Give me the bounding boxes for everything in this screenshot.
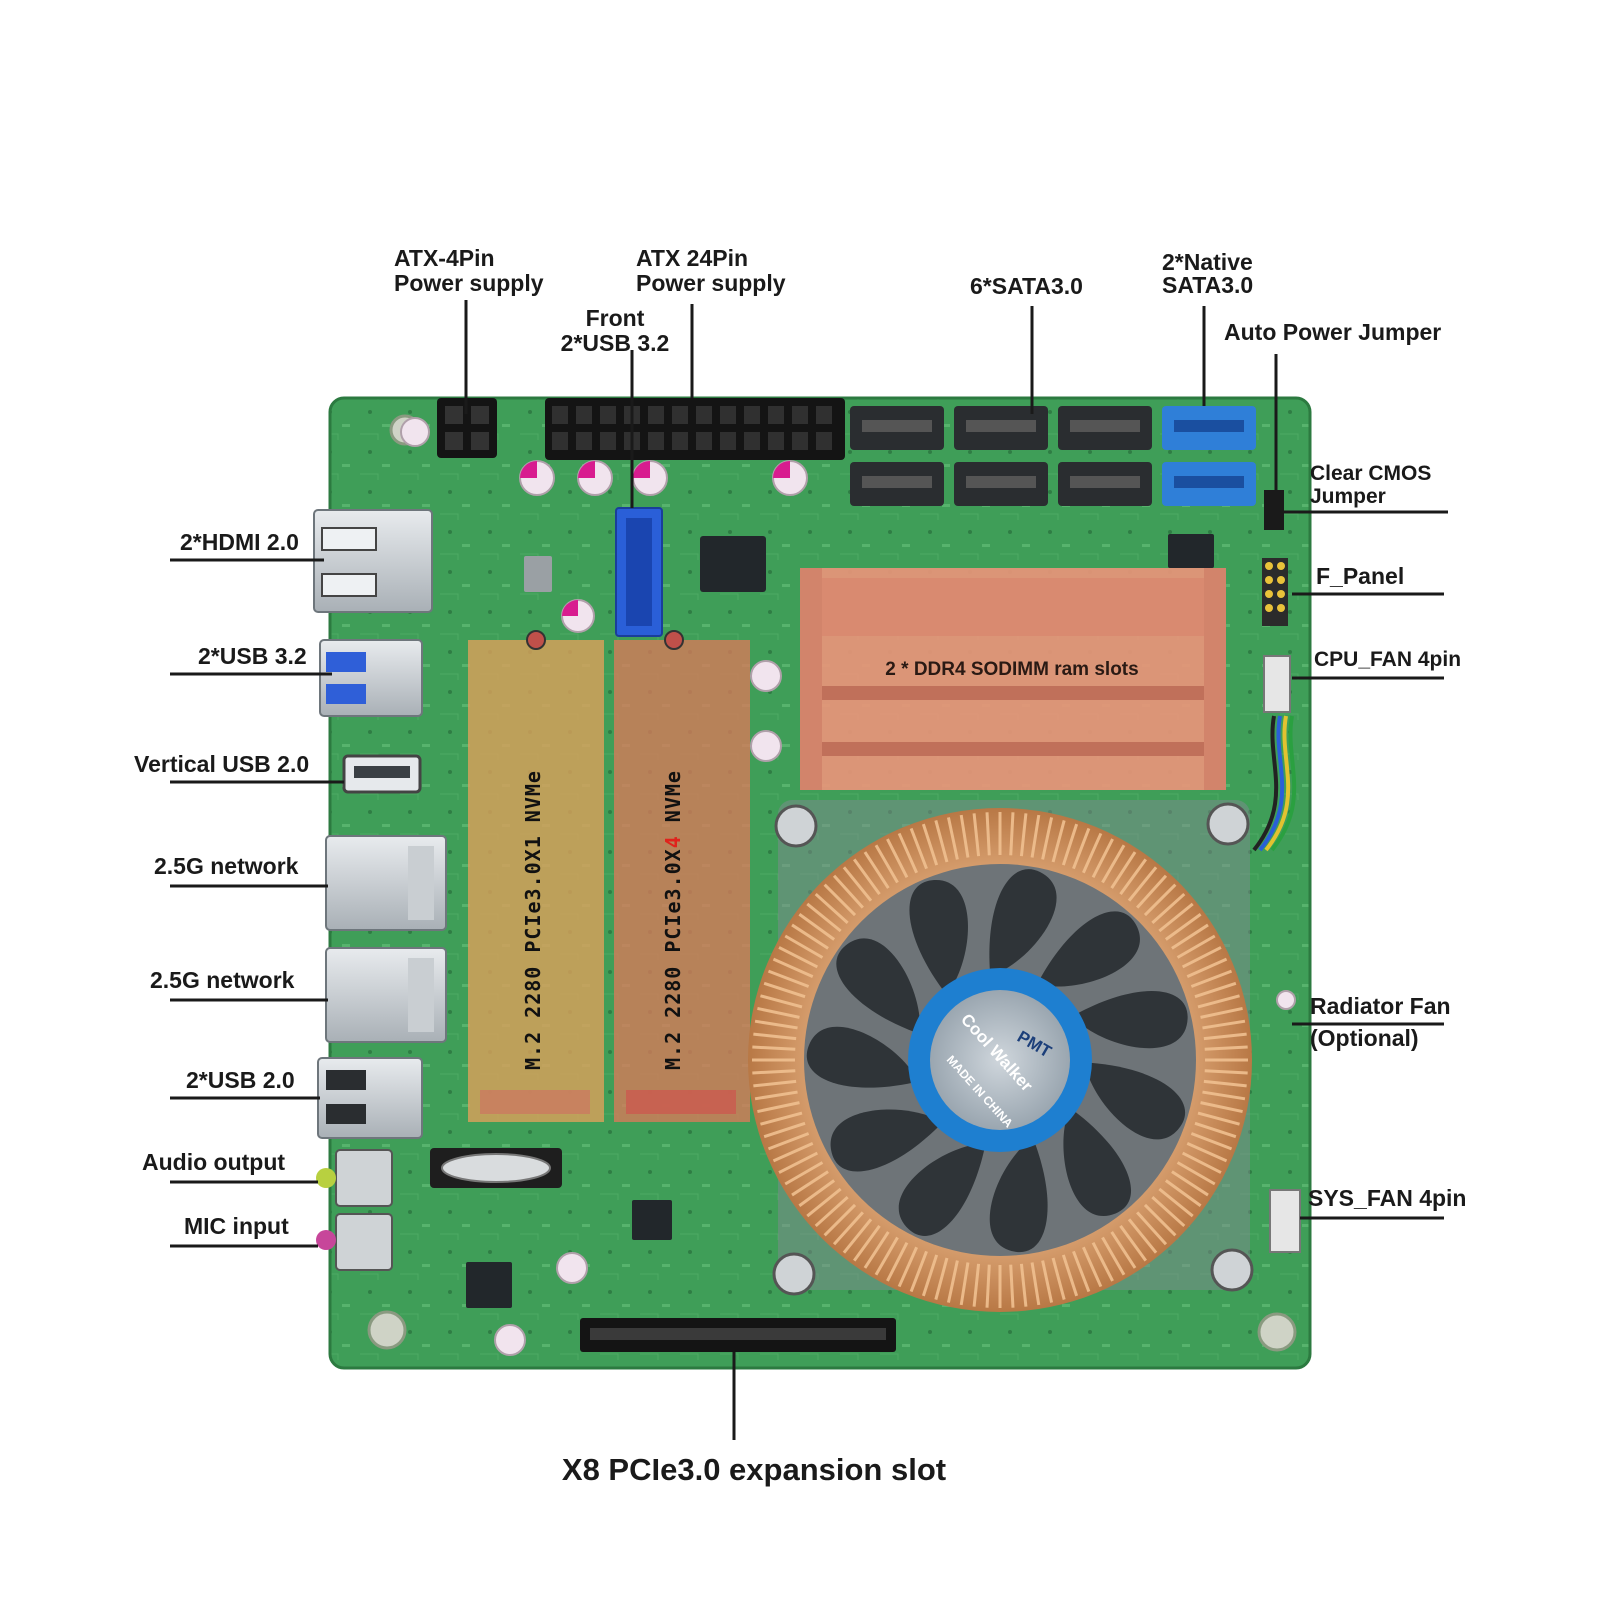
- label-6-sata: 6*SATA3.0: [970, 273, 1083, 299]
- usb20-ports[interactable]: [317, 1057, 423, 1139]
- lan-port-1[interactable]: [325, 835, 447, 931]
- hdmi-ports[interactable]: [313, 509, 433, 613]
- sata-port[interactable]: [954, 406, 1048, 450]
- radiator-fan-header[interactable]: [1276, 990, 1296, 1010]
- cpu-cooler: [748, 800, 1254, 1312]
- sata-port[interactable]: [954, 462, 1048, 506]
- audio-output-jack[interactable]: [316, 1149, 393, 1207]
- label-hdmi: 2*HDMI 2.0: [180, 529, 299, 555]
- ddr4-sodimm-slots[interactable]: [800, 568, 1226, 790]
- label-network-2: 2.5G network: [150, 967, 295, 993]
- pcie-x8-slot[interactable]: [580, 1318, 896, 1352]
- board-chips: [466, 534, 1214, 1308]
- atx-4pin-connector[interactable]: [437, 398, 497, 458]
- sata-port[interactable]: [850, 462, 944, 506]
- auto-power-jumper[interactable]: [1264, 490, 1284, 530]
- screws: [772, 802, 1254, 1296]
- sys-fan-header[interactable]: [1269, 1189, 1301, 1253]
- label-pcie-slot: X8 PCIe3.0 expansion slot: [562, 1452, 946, 1487]
- label-audio-output: Audio output: [142, 1149, 285, 1175]
- f-panel-header[interactable]: [1262, 558, 1288, 626]
- label-auto-power-jumper: Auto Power Jumper: [1224, 319, 1441, 345]
- cmos-battery: [430, 1148, 562, 1188]
- vertical-usb20-port[interactable]: [342, 754, 422, 794]
- label-network-1: 2.5G network: [154, 853, 299, 879]
- ram-slots-label: 2 * DDR4 SODIMM ram slots: [885, 659, 1138, 680]
- label-sys-fan: SYS_FAN 4pin: [1308, 1185, 1466, 1211]
- m2-slot-1-label: M.2 2280 PCIe3.0X1 NVMe: [521, 770, 545, 1070]
- label-mic-input: MIC input: [184, 1213, 289, 1239]
- usb32-ports[interactable]: [319, 639, 423, 717]
- label-usb20: 2*USB 2.0: [186, 1067, 295, 1093]
- front-usb-header[interactable]: [615, 507, 663, 637]
- sata-port[interactable]: [1058, 462, 1152, 506]
- label-usb32: 2*USB 3.2: [198, 643, 307, 669]
- native-sata-port[interactable]: [1162, 462, 1256, 506]
- lan-port-2[interactable]: [325, 947, 447, 1043]
- sata-port[interactable]: [1058, 406, 1152, 450]
- sata-port[interactable]: [850, 406, 944, 450]
- label-cpu-fan: CPU_FAN 4pin: [1314, 648, 1461, 671]
- m2-slot-2-label: M.2 2280 PCIe3.0X4 NVMe: [661, 770, 685, 1070]
- label-f-panel: F_Panel: [1316, 563, 1404, 589]
- leader-lines: [170, 300, 1448, 1440]
- m2-slot-1[interactable]: [468, 630, 604, 1122]
- label-vertical-usb20: Vertical USB 2.0: [134, 751, 309, 777]
- label-radiator-fan: Radiator Fan(Optional): [1310, 993, 1451, 1051]
- native-sata-port[interactable]: [1162, 406, 1256, 450]
- atx-24pin-connector[interactable]: [545, 398, 845, 460]
- capacitors: [400, 417, 808, 1356]
- cpu-fan-header[interactable]: [1252, 655, 1297, 852]
- sata-ports[interactable]: [850, 406, 1256, 506]
- m2-slot-2[interactable]: [614, 630, 750, 1122]
- mic-input-jack[interactable]: [316, 1213, 393, 1271]
